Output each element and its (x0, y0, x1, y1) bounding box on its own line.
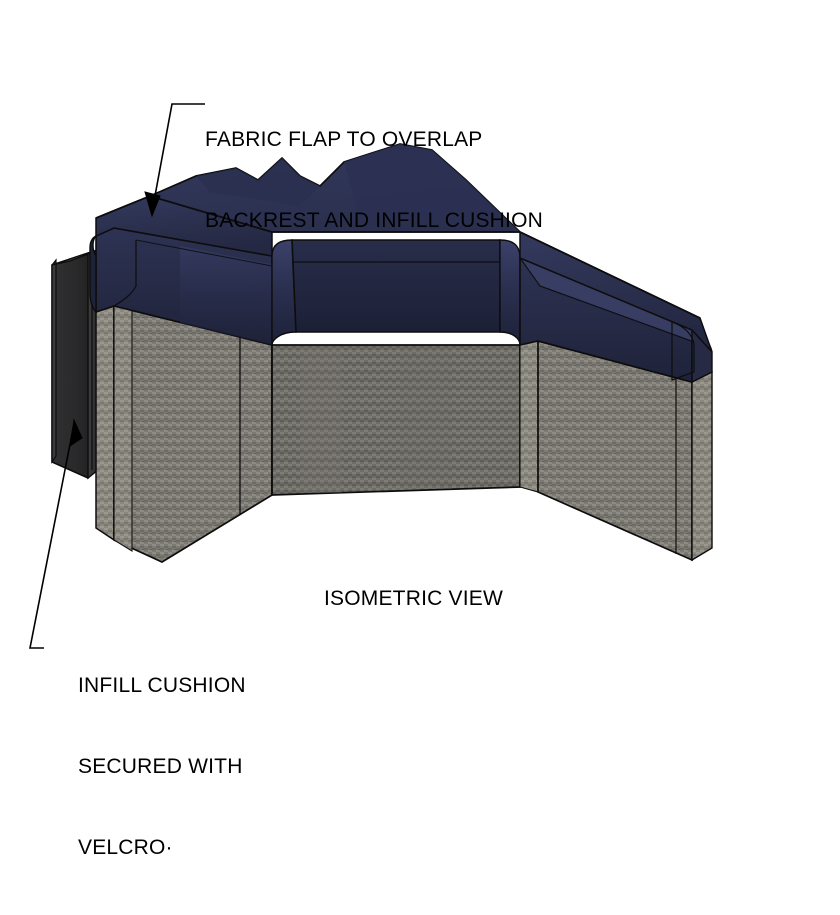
backrest-left-wing (89, 195, 273, 347)
infill-cushion-annotation: INFILL CUSHION SECURED WITH VELCRO· (78, 618, 246, 915)
model-geometry (29, 103, 713, 649)
view-caption-label: ISOMETRIC VIEW (324, 587, 503, 610)
technical-drawing-canvas: FABRIC FLAP TO OVERLAP BACKREST AND INFI… (29, 72, 713, 859)
isometric-model-illustration (29, 103, 713, 649)
backrest-right-wing (518, 230, 713, 384)
leader-line-fabric-flap (144, 103, 205, 218)
seat-base-left-wing (95, 304, 273, 563)
infill-cushion-annotation-line-3: VELCRO· (78, 836, 173, 859)
fabric-flap (95, 143, 701, 319)
fabric-flap-annotation: FABRIC FLAP TO OVERLAP BACKREST AND INFI… (205, 72, 543, 288)
seat-base-front-panel (271, 344, 521, 496)
infill-cushion-annotation-line-1: INFILL CUSHION (78, 674, 246, 697)
fabric-flap-annotation-line-1: FABRIC FLAP TO OVERLAP (205, 128, 483, 151)
fabric-flap-annotation-line-2: BACKREST AND INFILL CUSHION (205, 209, 543, 232)
infill-cushion-annotation-line-2: SECURED WITH (78, 755, 243, 778)
backrest-center (271, 239, 521, 346)
leader-line-infill-cushion (29, 418, 83, 649)
